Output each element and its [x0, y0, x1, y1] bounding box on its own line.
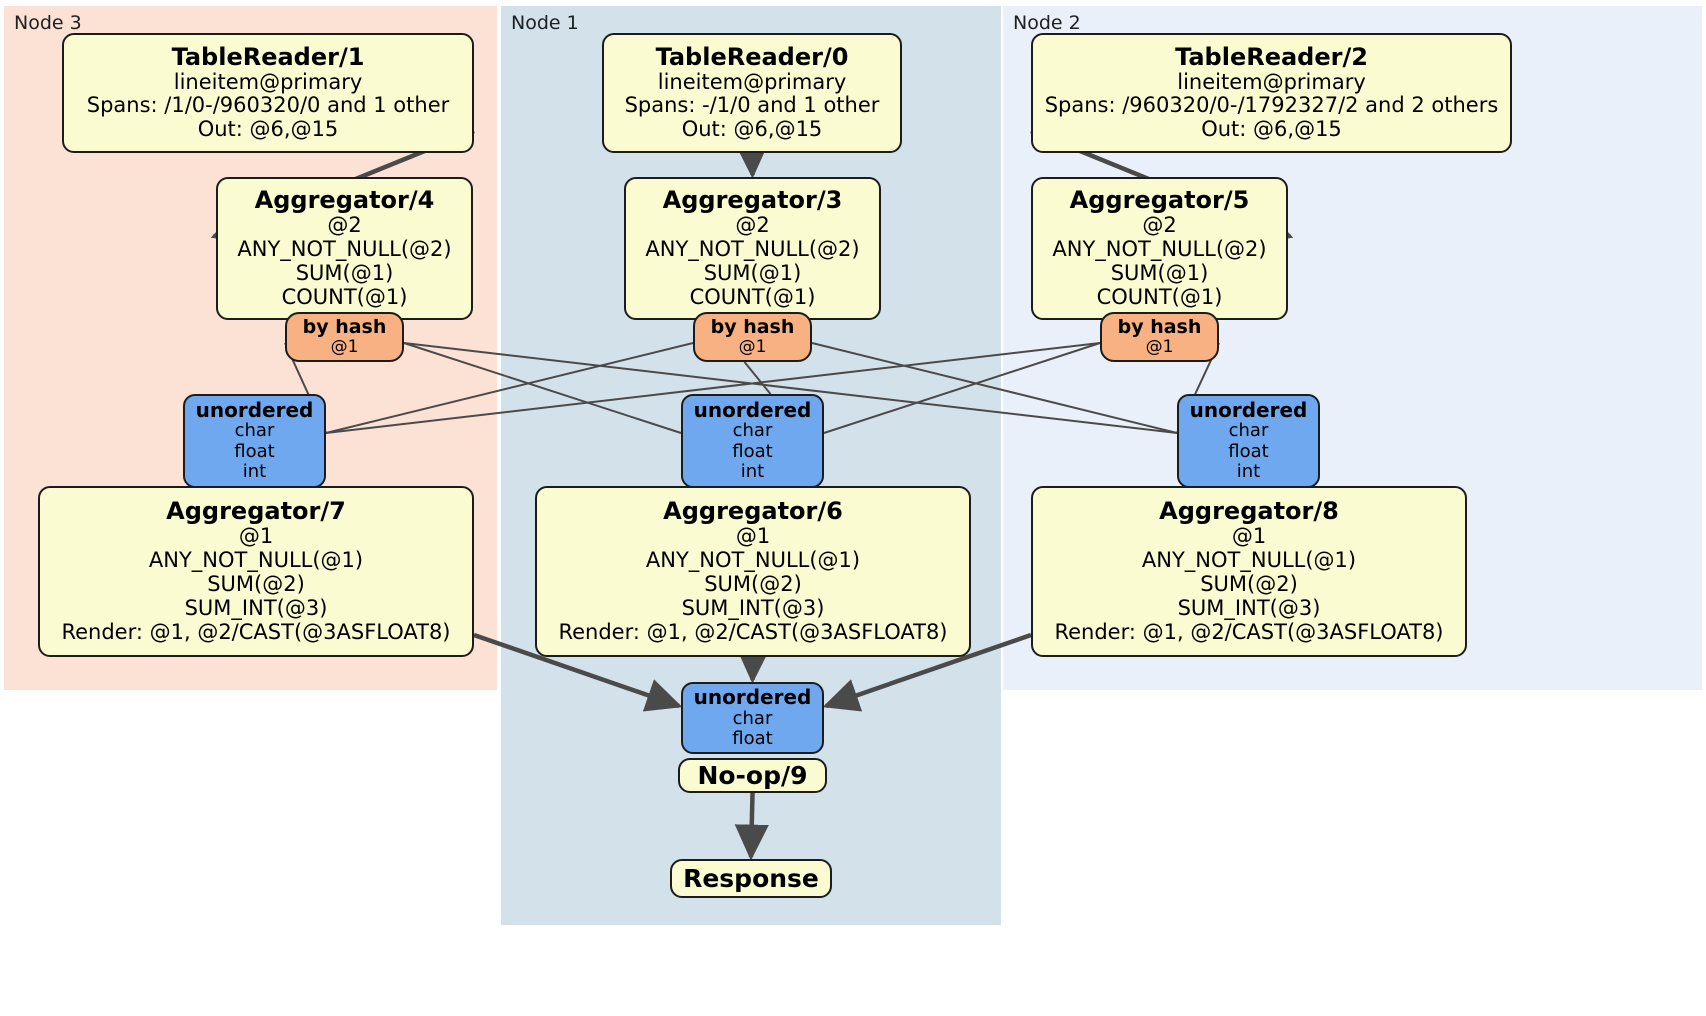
box-line: Spans: /1/0-/960320/0 and 1 other [86, 93, 450, 118]
box-line-render: Render: @1, @2/CAST(@3ASFLOAT8) [61, 619, 451, 644]
processor-aggregator-4[interactable]: Aggregator/4 @2 ANY_NOT_NULL(@2) SUM(@1)… [216, 177, 473, 320]
box-title: No-op/9 [697, 760, 808, 790]
box-line: ANY_NOT_NULL(@2) [1052, 237, 1267, 261]
box-line-render: Render: @1, @2/CAST(@3ASFLOAT8) [558, 619, 948, 644]
box-line-render: Render: @1, @2/CAST(@3ASFLOAT8) [1054, 619, 1444, 644]
box-line: lineitem@primary [657, 69, 847, 94]
box-line: Spans: -/1/0 and 1 other [624, 93, 880, 118]
output-router-by-hash-5[interactable]: by hash @1 [1100, 312, 1219, 362]
router-title: unordered [1189, 398, 1308, 423]
input-synchronizer-unordered-7[interactable]: unordered char float int [183, 394, 326, 488]
router-type: float [732, 728, 773, 750]
box-title: Aggregator/5 [1069, 186, 1250, 215]
input-synchronizer-unordered-6[interactable]: unordered char float int [681, 394, 824, 488]
box-line: @1 [238, 524, 274, 549]
box-line: COUNT(@1) [689, 284, 816, 309]
box-title: Aggregator/3 [662, 186, 843, 215]
node-panel-label: Node 2 [1013, 12, 1081, 34]
box-title: Aggregator/6 [663, 497, 843, 526]
router-type: float [1228, 440, 1269, 462]
box-line: @1 [735, 524, 771, 549]
box-line: COUNT(@1) [281, 284, 408, 309]
router-type: int [740, 461, 765, 483]
box-line: @2 [327, 213, 362, 238]
box-title: TableReader/2 [1175, 42, 1368, 71]
input-synchronizer-unordered-final[interactable]: unordered char float [681, 682, 824, 754]
processor-no-op-9[interactable]: No-op/9 [678, 758, 827, 793]
processor-aggregator-7[interactable]: Aggregator/7 @1 ANY_NOT_NULL(@1) SUM(@2)… [38, 486, 474, 657]
box-line: Out: @6,@15 [681, 117, 823, 142]
processor-aggregator-3[interactable]: Aggregator/3 @2 ANY_NOT_NULL(@2) SUM(@1)… [624, 177, 881, 320]
router-type: float [732, 440, 773, 462]
processor-aggregator-6[interactable]: Aggregator/6 @1 ANY_NOT_NULL(@1) SUM(@2)… [535, 486, 971, 657]
box-title: Aggregator/7 [166, 497, 346, 526]
box-line: SUM(@1) [1110, 260, 1209, 285]
response-node[interactable]: Response [670, 859, 832, 898]
processor-table-reader-1[interactable]: TableReader/1 lineitem@primary Spans: /1… [62, 33, 474, 153]
node-panel-label: Node 3 [14, 12, 82, 34]
router-type: char [234, 420, 275, 442]
box-line: ANY_NOT_NULL(@2) [237, 237, 452, 261]
processor-aggregator-5[interactable]: Aggregator/5 @2 ANY_NOT_NULL(@2) SUM(@1)… [1031, 177, 1288, 320]
router-type: int [1236, 461, 1261, 483]
router-type: int [242, 461, 267, 483]
node-panel-label: Node 1 [511, 12, 579, 34]
box-line: SUM(@2) [207, 571, 305, 596]
box-line: lineitem@primary [173, 69, 363, 94]
router-title: by hash [1117, 315, 1202, 338]
box-line: SUM_INT(@3) [1177, 595, 1321, 620]
box-line: Spans: /960320/0-/1792327/2 and 2 others [1044, 93, 1499, 118]
box-line: SUM(@1) [295, 260, 394, 285]
box-title: Aggregator/4 [254, 186, 435, 215]
box-line: SUM(@2) [1200, 571, 1298, 596]
input-synchronizer-unordered-8[interactable]: unordered char float int [1177, 394, 1320, 488]
output-router-by-hash-4[interactable]: by hash @1 [285, 312, 404, 362]
box-line: ANY_NOT_NULL(@2) [645, 237, 860, 261]
router-title: unordered [693, 685, 812, 710]
router-title: unordered [693, 398, 812, 423]
box-line: Out: @6,@15 [197, 117, 339, 142]
box-title: Aggregator/8 [1159, 497, 1339, 526]
box-line: @1 [1231, 524, 1267, 549]
box-line: @2 [1142, 213, 1177, 238]
box-line: Out: @6,@15 [1201, 117, 1342, 142]
box-title: TableReader/0 [655, 42, 849, 71]
router-title: by hash [302, 315, 387, 338]
router-type: char [1228, 420, 1269, 442]
router-title: by hash [710, 315, 795, 338]
box-line: @2 [735, 213, 770, 238]
router-type: float [234, 440, 275, 462]
box-line: SUM_INT(@3) [184, 595, 328, 620]
router-title: unordered [195, 398, 314, 423]
box-title: Response [683, 863, 819, 893]
box-line: lineitem@primary [1177, 69, 1366, 94]
box-line: SUM(@1) [703, 260, 802, 285]
router-column: @1 [330, 336, 359, 357]
router-type: char [732, 707, 773, 729]
box-line: COUNT(@1) [1096, 284, 1223, 309]
router-type: char [732, 420, 773, 442]
box-title: TableReader/1 [171, 42, 365, 71]
box-line: ANY_NOT_NULL(@1) [148, 548, 364, 573]
processor-table-reader-0[interactable]: TableReader/0 lineitem@primary Spans: -/… [602, 33, 902, 153]
processor-aggregator-8[interactable]: Aggregator/8 @1 ANY_NOT_NULL(@1) SUM(@2)… [1031, 486, 1467, 657]
processor-table-reader-2[interactable]: TableReader/2 lineitem@primary Spans: /9… [1031, 33, 1512, 153]
router-column: @1 [1145, 336, 1174, 357]
output-router-by-hash-3[interactable]: by hash @1 [693, 312, 812, 362]
box-line: SUM_INT(@3) [681, 595, 825, 620]
box-line: ANY_NOT_NULL(@1) [645, 548, 861, 573]
router-column: @1 [738, 336, 767, 357]
box-line: SUM(@2) [704, 571, 802, 596]
box-line: ANY_NOT_NULL(@1) [1141, 548, 1357, 573]
